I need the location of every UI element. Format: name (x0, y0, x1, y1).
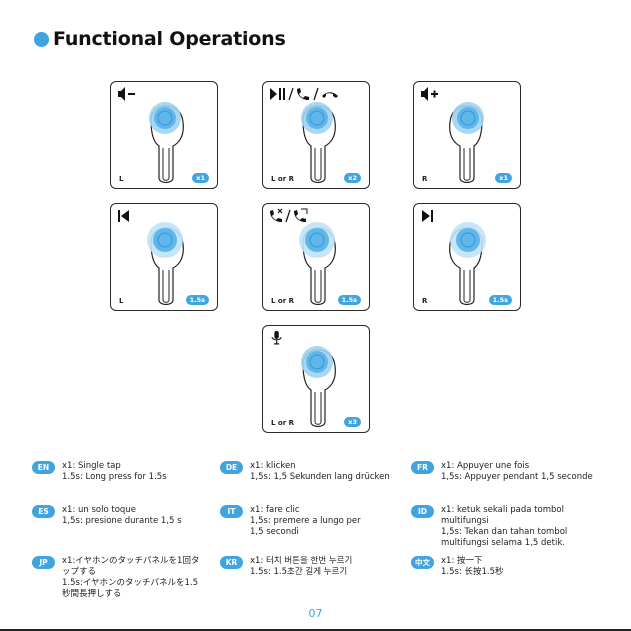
lang-instructions: x1: un solo toque 1,5s: presione durante… (62, 505, 182, 526)
card-previous: L 1.5s (110, 203, 218, 311)
title-bullet-icon (34, 31, 49, 47)
side-label: R (422, 297, 428, 305)
card-volume-up: R x1 (413, 81, 521, 189)
earbud-icon (301, 102, 336, 184)
microphone-icon (271, 330, 282, 345)
earbud-icon (147, 222, 184, 306)
bottom-rule (0, 629, 631, 631)
lang-block-jp: JP x1:イヤホンのタッチパネルを1回タ ップする 1.5s:イヤホンのタッチ… (32, 556, 199, 600)
earbud-icon (449, 102, 484, 184)
card-voice-assistant: L or R x3 (262, 325, 370, 433)
lang-block-it: IT x1: fare clic 1,5s: premere a lungo p… (220, 505, 361, 538)
card-reject-call: L or R 1.5s (262, 203, 370, 311)
page-title: Functional Operations (34, 28, 286, 50)
tap-badge: x2 (344, 173, 361, 183)
earbud-icon (449, 222, 486, 306)
lang-instructions: x1: 按一下 1.5s: 长按1.5秒 (441, 556, 504, 577)
previous-track-icon (118, 210, 129, 222)
lang-block-fr: FR x1: Appuyer une fois 1,5s: Appuyer pe… (411, 461, 593, 483)
card-play-call: L or R x2 (262, 81, 370, 189)
lang-code-badge: KR (220, 556, 243, 569)
earbud-icon (299, 222, 336, 306)
lang-code-badge: ID (411, 505, 434, 518)
reject-call-icon (270, 208, 308, 223)
side-label: L or R (271, 175, 294, 183)
tap-badge: 1.5s (185, 295, 209, 305)
side-label: L (119, 175, 124, 183)
lang-instructions: x1:イヤホンのタッチパネルを1回タ ップする 1.5s:イヤホンのタッチパネル… (62, 556, 200, 599)
lang-block-es: ES x1: un solo toque 1,5s: presione dura… (32, 505, 182, 527)
volume-up-icon (421, 87, 438, 101)
lang-instructions: x1: Single tap 1.5s: Long press for 1.5s (62, 461, 167, 482)
tap-badge: 1.5s (488, 295, 512, 305)
tap-badge: 1.5s (337, 295, 361, 305)
lang-instructions: x1: klicken 1,5s: 1,5 Sekunden lang drüc… (250, 461, 390, 482)
lang-block-kr: KR x1: 터치 버튼을 한번 누르기 1.5s: 1.5초간 길게 누르기 (220, 556, 352, 578)
tap-badge: x1 (192, 173, 209, 183)
next-track-icon (422, 210, 433, 222)
lang-instructions: x1: fare clic 1,5s: premere a lungo per … (250, 505, 361, 537)
lang-block-zh: 中文 x1: 按一下 1.5s: 长按1.5秒 (411, 556, 504, 578)
side-label: L or R (271, 297, 294, 305)
tap-badge: x1 (495, 173, 512, 183)
card-volume-down: L x1 (110, 81, 218, 189)
card-next: R 1.5s (413, 203, 521, 311)
lang-code-badge: JP (32, 556, 55, 569)
play-pause-answer-hangup-icon (270, 87, 338, 101)
lang-code-badge: DE (220, 461, 243, 474)
side-label: L (119, 297, 124, 305)
side-label: L or R (271, 419, 294, 427)
lang-block-en: EN x1: Single tap 1.5s: Long press for 1… (32, 461, 167, 483)
lang-code-badge: IT (220, 505, 243, 518)
lang-code-badge: ES (32, 505, 55, 518)
lang-instructions: x1: ketuk sekali pada tombol multifungsi… (441, 505, 568, 548)
lang-code-badge: 中文 (411, 556, 434, 569)
page-number: 07 (308, 607, 323, 620)
title-text: Functional Operations (53, 28, 286, 50)
lang-code-badge: EN (32, 461, 55, 474)
lang-code-badge: FR (411, 461, 434, 474)
volume-down-icon (118, 87, 135, 101)
lang-instructions: x1: 터치 버튼을 한번 누르기 1.5s: 1.5초간 길게 누르기 (250, 556, 353, 577)
lang-block-id: ID x1: ketuk sekali pada tombol multifun… (411, 505, 567, 549)
lang-instructions: x1: Appuyer une fois 1,5s: Appuyer penda… (441, 461, 593, 482)
lang-block-de: DE x1: klicken 1,5s: 1,5 Sekunden lang d… (220, 461, 390, 483)
side-label: R (422, 175, 428, 183)
earbud-icon (149, 102, 184, 184)
tap-badge: x3 (344, 417, 361, 427)
earbud-icon (301, 346, 336, 428)
